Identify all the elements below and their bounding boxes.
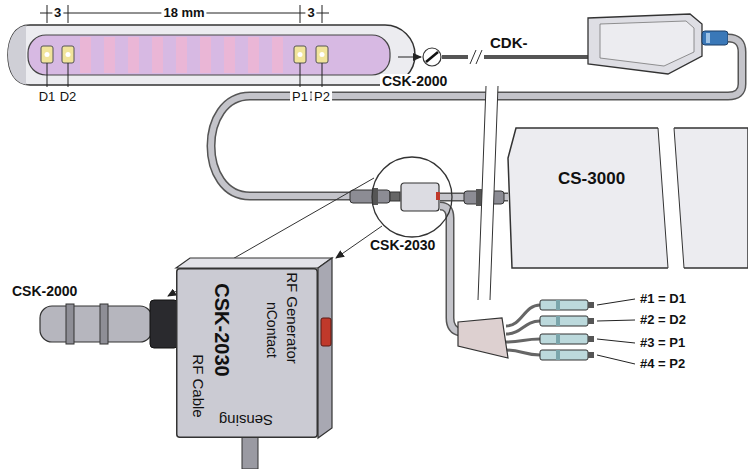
part-name: CSK-2000 (10, 284, 79, 298)
dimension: 3 (305, 6, 316, 19)
dimension-lines (40, 5, 329, 23)
catheter-tip (8, 25, 415, 85)
part-name: CSK-2030 (370, 238, 435, 252)
electrode-name: P2 (312, 90, 332, 103)
pin-mapping: #1 = D1 (638, 292, 688, 305)
electrode-name: D1 (37, 90, 58, 103)
part-name: CSK-2030 (212, 283, 232, 376)
dimension: 18 mm (161, 6, 206, 19)
adapter-box-zoom: CSK-2030 RF Generator nContact RF CableSens… (176, 268, 318, 438)
plug-zoom (40, 300, 178, 348)
part-name: CDK- (488, 35, 530, 50)
console-panel: CS-3000 (508, 128, 748, 268)
adapter-box: CSK-2030 (400, 182, 440, 212)
adapter-box-outline (400, 182, 440, 212)
pin-mapping: #2 = D2 (638, 313, 688, 326)
port-label: RF Cable (191, 354, 206, 417)
adapter-housing (176, 258, 332, 469)
brand-label: nContact (265, 302, 279, 358)
port-label: Sensing (219, 413, 273, 428)
pin-mapping: #3 = P1 (638, 336, 687, 349)
part-name: CSK-2000 (380, 74, 449, 88)
leader-lines (47, 63, 322, 87)
lead-hub (458, 299, 635, 364)
console-panel-outline (508, 128, 748, 268)
catheter-shaft (398, 48, 590, 66)
port-label: RF Generator (285, 272, 300, 364)
catheter-connector (588, 14, 728, 74)
dimension: 3 (52, 6, 63, 19)
break-marks (478, 86, 498, 300)
electrode-name: P1 (290, 90, 310, 103)
device-name: CS-3000 (558, 170, 625, 187)
pin-mapping: #4 = P2 (638, 357, 687, 370)
electrode-name: D2 (58, 90, 79, 103)
